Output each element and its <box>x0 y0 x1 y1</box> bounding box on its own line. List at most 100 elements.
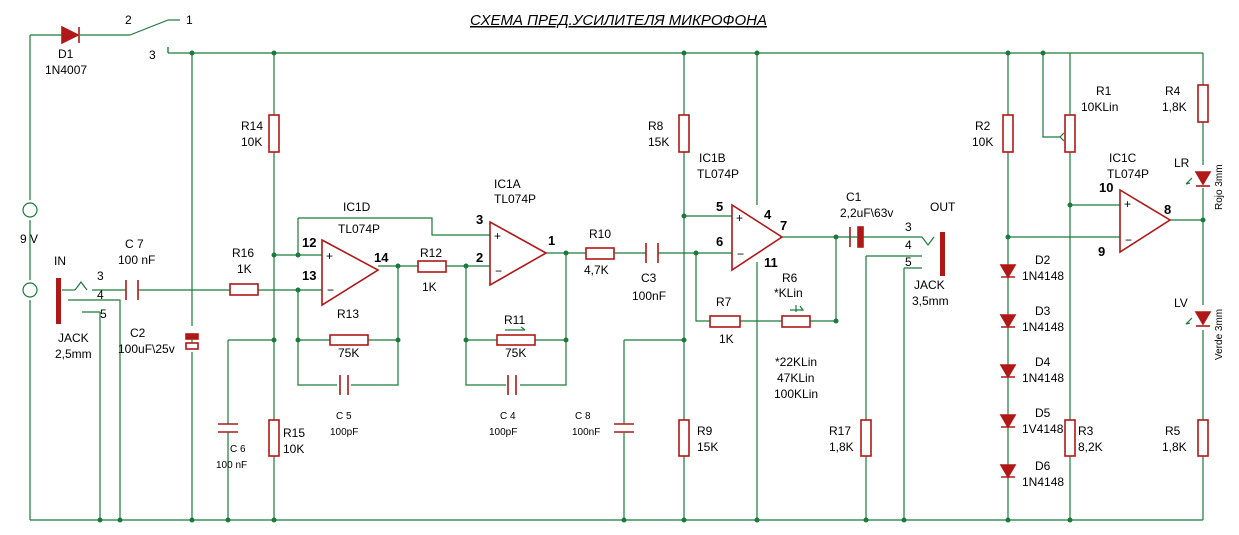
svg-text:+: + <box>494 229 501 243</box>
label-r17: R17 <box>829 424 851 438</box>
label-c8-value: 100nF <box>572 427 600 438</box>
label-r2-value: 10K <box>972 135 993 149</box>
label-lv: LV <box>1174 296 1188 310</box>
diode-d6 <box>999 464 1017 479</box>
junction-dot <box>463 263 469 269</box>
label-pin3: 3 <box>476 212 483 227</box>
label-c4-value: 100pF <box>489 427 517 438</box>
junction-dots <box>97 50 1206 523</box>
label-r14: R14 <box>241 119 263 133</box>
label-c4: C 4 <box>500 411 516 422</box>
label-pin14: 14 <box>374 250 389 265</box>
junction-dot <box>833 318 839 324</box>
junction-dot <box>1067 202 1073 208</box>
diode-d4 <box>999 364 1017 379</box>
label-pin13: 13 <box>302 268 316 283</box>
label-r6-option1: *22KLin <box>775 355 817 369</box>
label-d3: D3 <box>1035 304 1051 318</box>
resistor-r3 <box>1064 419 1076 457</box>
junction-dot <box>754 517 760 523</box>
junction-dot <box>271 252 277 258</box>
junction-dot <box>681 50 687 56</box>
label-ic1c: IC1C <box>1109 151 1137 165</box>
potentiometer-r6 <box>781 305 811 328</box>
label-c3: C3 <box>641 271 657 285</box>
label-jin3: 3 <box>97 269 104 283</box>
label-r10-value: 4,7K <box>584 263 609 277</box>
label-r13: R13 <box>337 307 359 321</box>
opamp-ic1a: + − <box>489 220 548 287</box>
junction-dot <box>1040 50 1046 56</box>
label-jo4: 4 <box>905 238 912 252</box>
svg-text:−: − <box>327 283 334 297</box>
label-d4-value: 1N4148 <box>1022 371 1064 385</box>
label-pin7: 7 <box>780 218 787 233</box>
junction-dot <box>295 287 301 293</box>
diode-d5 <box>999 414 1017 429</box>
resistor-r10 <box>585 247 615 260</box>
label-c5-value: 100pF <box>330 427 358 438</box>
diode-d2 <box>999 264 1017 279</box>
label-r11: R11 <box>504 313 525 327</box>
resistor-r8 <box>678 114 690 153</box>
resistor-r13 <box>329 334 369 346</box>
led-lv <box>1185 311 1212 327</box>
resistor-r4 <box>1197 84 1209 123</box>
svg-text:+: + <box>1124 197 1131 211</box>
junction-dot <box>189 50 195 56</box>
resistor-r11 <box>496 334 536 346</box>
label-pin2: 2 <box>476 250 483 265</box>
junction-dot <box>1005 50 1011 56</box>
label-ic1a: IC1A <box>494 177 521 191</box>
label-lr: LR <box>1174 156 1190 170</box>
label-jack-in: JACK <box>58 331 89 345</box>
label-c7: C 7 <box>125 237 144 251</box>
label-r5: R5 <box>1165 424 1181 438</box>
label-bat-voltage: 9 V <box>20 232 38 246</box>
label-pin4: 4 <box>764 207 772 222</box>
label-r9: R9 <box>697 424 713 438</box>
label-r7: R7 <box>716 295 732 309</box>
capacitor-c1 <box>849 226 866 248</box>
label-d2-value: 1N4148 <box>1022 269 1064 283</box>
junction-dot <box>1067 517 1073 523</box>
junction-dot <box>901 517 907 523</box>
label-c1-value: 2,2uF\63v <box>840 206 893 220</box>
label-r6: R6 <box>782 271 798 285</box>
opamp-ic1c: + − <box>1119 188 1172 254</box>
junction-dot <box>681 213 687 219</box>
junction-dot <box>693 250 699 256</box>
label-c8: C 8 <box>575 411 591 422</box>
svg-text:−: − <box>737 247 744 261</box>
output-jack-body <box>940 232 945 276</box>
label-out: OUT <box>930 200 956 214</box>
junction-dot <box>463 337 469 343</box>
label-pin5: 5 <box>716 199 723 214</box>
label-r15-value: 10K <box>283 442 304 456</box>
label-d3-value: 1N4148 <box>1022 320 1064 334</box>
label-r1-value: 10KLin <box>1081 100 1118 114</box>
junction-dot <box>1200 217 1206 223</box>
junction-dot <box>681 337 687 343</box>
junction-dot <box>621 517 627 523</box>
label-r16: R16 <box>232 246 254 260</box>
label-c2: C2 <box>130 326 146 340</box>
label-ic1d: IC1D <box>343 200 371 214</box>
schematic-title: СХЕМА ПРЕД.УСИЛИТЕЛЯ МИКРОФОНА <box>470 12 767 29</box>
opamp-ic1b: + − <box>731 203 784 272</box>
junction-dot <box>189 517 195 523</box>
components: + − + − + − + − <box>22 19 1212 479</box>
label-c6: C 6 <box>230 444 246 455</box>
svg-text:+: + <box>326 249 333 263</box>
resistor-r9 <box>678 419 690 457</box>
label-jack-in-size: 2,5mm <box>55 347 92 361</box>
junction-dot <box>271 517 277 523</box>
label-jo5: 5 <box>905 255 912 269</box>
label-c7-value: 100 nF <box>118 253 155 267</box>
label-r6-value: *KLin <box>774 286 803 300</box>
label-r6-option3: 100KLin <box>774 387 818 401</box>
resistor-r2 <box>1002 114 1014 153</box>
label-r5-value: 1,8K <box>1162 440 1187 454</box>
label-ic1d-type: TL074P <box>338 222 380 236</box>
junction-dot <box>97 517 103 523</box>
